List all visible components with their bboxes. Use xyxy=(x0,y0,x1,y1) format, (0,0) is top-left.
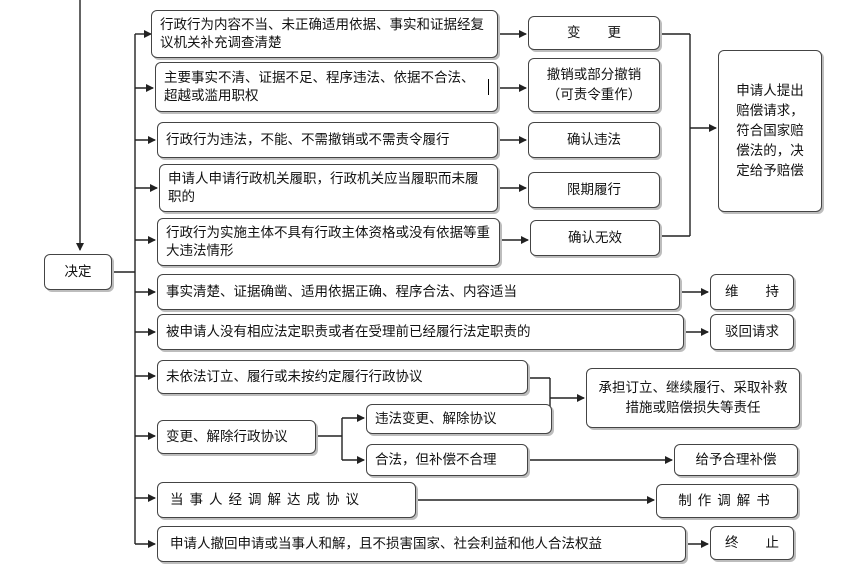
condition-box-3: 行政行为违法，不能、不需撤销或不需责令履行 xyxy=(157,122,498,158)
condition-box-7: 被申请人没有相应法定职责或者在受理前已经履行法定职责的 xyxy=(157,314,684,350)
result-box-compensate: 给予合理补偿 xyxy=(674,444,798,476)
condition-box-11: 申请人撤回申请或当事人和解，且不损害国家、社会利益和他人合法权益 xyxy=(157,526,686,562)
condition-box-8: 未依法订立、履行或未按约定履行行政协议 xyxy=(157,360,528,394)
condition-box-9b: 合法，但补偿不合理 xyxy=(366,444,528,476)
condition-box-5: 行政行为实施主体不具有行政主体资格或没有依据等重大违法情形 xyxy=(157,218,500,266)
condition-box-6: 事实清楚、证据确凿、适用依据正确、程序合法、内容适当 xyxy=(157,274,680,310)
result-box-deadline-perform: 限期履行 xyxy=(528,172,660,208)
result-box-uphold: 维 持 xyxy=(710,274,794,310)
result-box-confirm-invalid: 确认无效 xyxy=(530,220,660,256)
condition-box-10: 当事人经调解达成协议 xyxy=(157,482,416,518)
result-box-reject: 驳回请求 xyxy=(710,314,794,350)
result-box-mediation: 制作调解书 xyxy=(656,484,798,518)
condition-box-2: 主要事实不清、证据不足、程序违法、依据不合法、超越或滥用职权 xyxy=(155,62,498,112)
condition-box-9a: 违法变更、解除协议 xyxy=(366,404,552,434)
decision-node: 决定 xyxy=(44,254,112,290)
text-caret xyxy=(488,79,489,95)
result-box-confirm-illegal: 确认违法 xyxy=(528,122,660,158)
result-box-terminate: 终 止 xyxy=(710,526,794,560)
compensation-box: 申请人提出赔偿请求，符合国家赔偿法的，决定给予赔偿 xyxy=(718,50,822,212)
condition-box-4: 申请人申请行政机关履职，行政机关应当履职而未履职的 xyxy=(159,164,498,212)
condition-box-1: 行政行为内容不当、未正确适用依据、事实和证据经复议机关补充调查清楚 xyxy=(151,10,498,58)
condition-box-2-text: 主要事实不清、证据不足、程序违法、依据不合法、超越或滥用职权 xyxy=(164,70,475,104)
result-box-liability: 承担订立、继续履行、采取补救措施或赔偿损失等责任 xyxy=(586,368,800,428)
result-box-change: 变 更 xyxy=(528,16,660,50)
condition-box-9: 变更、解除行政协议 xyxy=(157,420,316,454)
result-box-revoke: 撤销或部分撤销（可责令重作） xyxy=(528,58,660,112)
